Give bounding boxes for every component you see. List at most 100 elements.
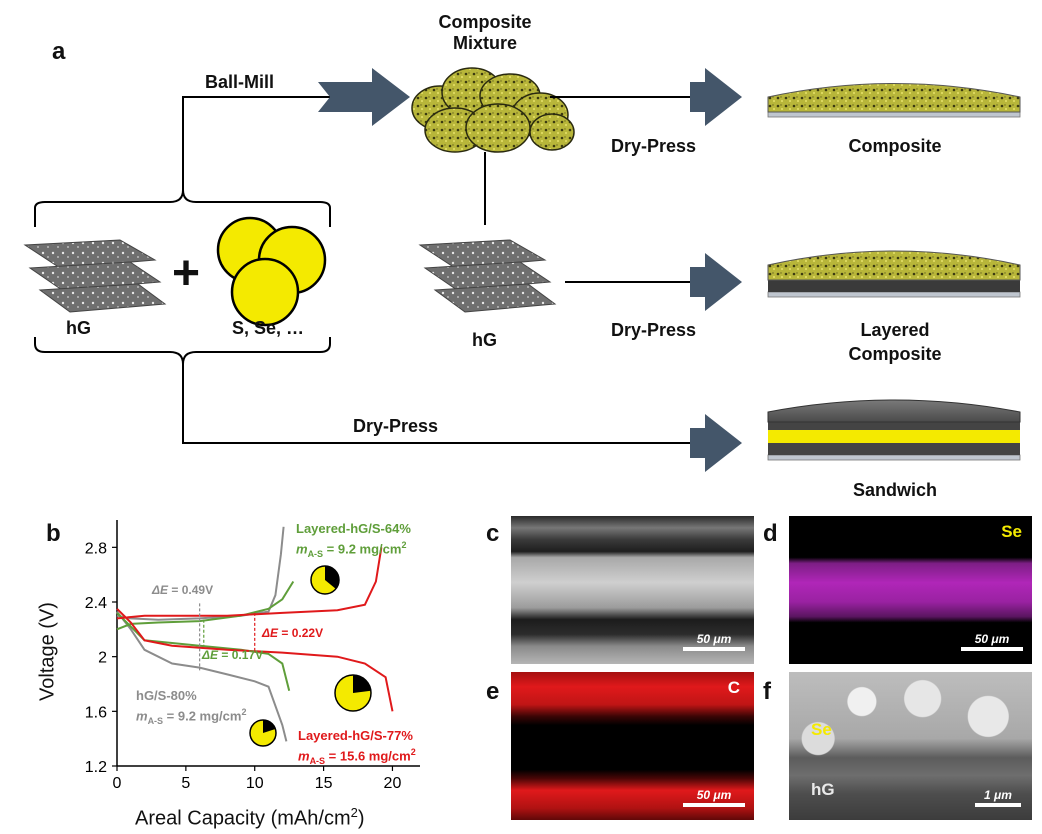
chart-y-tick-label: 1.2 <box>85 759 107 776</box>
annot-layered64-mass: mA-S = 9.2 mg/cm2 <box>296 537 411 562</box>
annot-layered77-name: Layered-hG/S-77% <box>298 728 413 743</box>
annot-de-022-sym: ΔE <box>262 626 279 640</box>
scalebar-c-bar <box>683 647 745 651</box>
series-hg-s-80--discharge <box>116 610 288 742</box>
annot-layered77-m: m <box>298 748 310 764</box>
composite-mixture-line2: Mixture <box>452 33 517 53</box>
composite-mixture-line1: Composite <box>438 12 532 32</box>
panel-c-letter: c <box>486 520 500 547</box>
scalebar-e: 50 μm <box>683 788 745 807</box>
panel-b-letter: b <box>46 520 61 547</box>
annot-layered64-sup: 2 <box>401 540 407 550</box>
chart-x-tick-label: 20 <box>384 775 402 792</box>
dry-press-label-1: Dry-Press <box>611 136 697 156</box>
composite-mixture-label: Composite Mixture <box>420 12 550 54</box>
hg-sheets-middle <box>418 239 557 313</box>
c-map-image: C 50 μm <box>511 672 754 820</box>
panel-e-letter: e <box>486 678 500 705</box>
scalebar-f: 1 μm <box>975 788 1021 807</box>
panel-d-letter: d <box>763 520 778 547</box>
s-se-label: S, Se, … <box>232 318 305 338</box>
scalebar-f-bar <box>975 803 1021 807</box>
scalebar-c-text: 50 μm <box>696 632 732 646</box>
dry-press-label-2: Dry-Press <box>611 320 697 340</box>
annot-layered77: Layered-hG/S-77% mA-S = 15.6 mg/cm2 <box>298 728 416 769</box>
annot-de-017-val: = 0.17V <box>218 648 264 662</box>
scalebar-c: 50 μm <box>683 632 745 651</box>
pie-layered64-slice <box>325 566 339 589</box>
se-map-tag: Se <box>1001 522 1022 541</box>
chart-x-tick-label: 0 <box>113 775 122 792</box>
composite-arrow <box>690 68 742 126</box>
product-layered-line2: Composite <box>848 344 942 364</box>
dry-press-label-3: Dry-Press <box>353 416 439 436</box>
sulfur-spheres <box>216 216 327 327</box>
product-sandwich-label: Sandwich <box>852 480 937 500</box>
series-hg-s-80--charge <box>116 526 285 621</box>
sandwich-disc <box>767 399 1021 461</box>
annot-hg80-val: = 9.2 mg/cm <box>163 708 242 724</box>
chart-x-tick-label: 10 <box>246 775 264 792</box>
product-composite-label: Composite <box>848 136 942 156</box>
annot-layered77-sub: A-S <box>309 755 326 766</box>
chart-x-tick-label: 5 <box>181 775 190 792</box>
hg-left-label: hG <box>66 318 91 338</box>
plus-sign: + <box>172 247 201 300</box>
scalebar-d-bar <box>961 647 1023 651</box>
pie-layered77-slice <box>353 674 371 693</box>
annot-de-017: ΔE = 0.17V <box>202 648 263 662</box>
annot-de-017-sym: ΔE <box>202 648 219 662</box>
annot-layered64-m: m <box>296 541 308 557</box>
chart-x-label-text: Areal Capacity (mAh/cm <box>135 807 351 830</box>
sandwich-arrow <box>690 414 742 472</box>
scalebar-f-text: 1 μm <box>984 788 1012 802</box>
layered-composite-disc <box>767 250 1021 298</box>
annot-de-049-val: = 0.49V <box>168 583 214 597</box>
scalebar-e-text: 50 μm <box>696 788 732 802</box>
c-map-tag: C <box>727 678 740 697</box>
scalebar-e-bar <box>683 803 745 807</box>
ball-mill-arrow <box>318 68 410 126</box>
composite-mixture-blob <box>411 67 575 153</box>
scalebar-d-text: 50 μm <box>974 632 1010 646</box>
series-layered-hg-s-77--charge <box>116 547 383 620</box>
composite-disc <box>767 83 1021 118</box>
annot-hg80: hG/S-80% mA-S = 9.2 mg/cm2 <box>136 688 246 729</box>
annot-hg80-sub: A-S <box>147 715 164 726</box>
annot-layered64: Layered-hG/S-64% mA-S = 9.2 mg/cm2 <box>296 521 411 562</box>
panel-a-letter: a <box>52 38 66 65</box>
annot-de-049: ΔE = 0.49V <box>152 583 213 597</box>
annot-de-022-val: = 0.22V <box>278 626 324 640</box>
annot-hg80-mass: mA-S = 9.2 mg/cm2 <box>136 704 246 729</box>
chart-y-label: Voltage (V) <box>36 602 59 701</box>
series-layered-hg-s-64--charge <box>116 580 295 631</box>
chart-y-tick-label: 2.4 <box>85 595 107 612</box>
ball-mill-line <box>182 96 330 190</box>
hg-sheets-left <box>23 239 167 313</box>
interface-se-tag: Se <box>811 720 832 739</box>
chart-x-label-sup: 2 <box>350 805 358 820</box>
panel-f-letter: f <box>763 678 771 705</box>
annot-layered77-mass: mA-S = 15.6 mg/cm2 <box>298 744 416 769</box>
layered-arrow <box>690 253 742 311</box>
annot-de-022: ΔE = 0.22V <box>262 626 323 640</box>
chart-y-tick-label: 2.8 <box>85 540 107 557</box>
chart-x-tick-label: 15 <box>315 775 333 792</box>
chart-y-tick-label: 1.6 <box>85 704 107 721</box>
ball-mill-label: Ball-Mill <box>205 72 275 92</box>
annot-layered77-sup: 2 <box>410 747 416 757</box>
annot-layered77-val: = 15.6 mg/cm <box>325 748 411 764</box>
chart-x-label-close: ) <box>357 807 365 830</box>
product-layered-line1: Layered <box>860 320 930 340</box>
sandwich-line <box>182 364 700 444</box>
pie-hg80-slice <box>263 719 276 733</box>
scalebar-d: 50 μm <box>961 632 1023 651</box>
interface-hg-tag: hG <box>811 780 835 799</box>
se-map-image: Se 50 μm <box>789 516 1032 664</box>
annot-hg80-m: m <box>136 708 148 724</box>
hg-middle-label: hG <box>472 330 497 350</box>
sem-interface-image: Se hG 1 μm <box>789 672 1032 820</box>
product-layered-label: Layered Composite <box>810 318 980 366</box>
annot-hg80-sup: 2 <box>241 707 247 717</box>
